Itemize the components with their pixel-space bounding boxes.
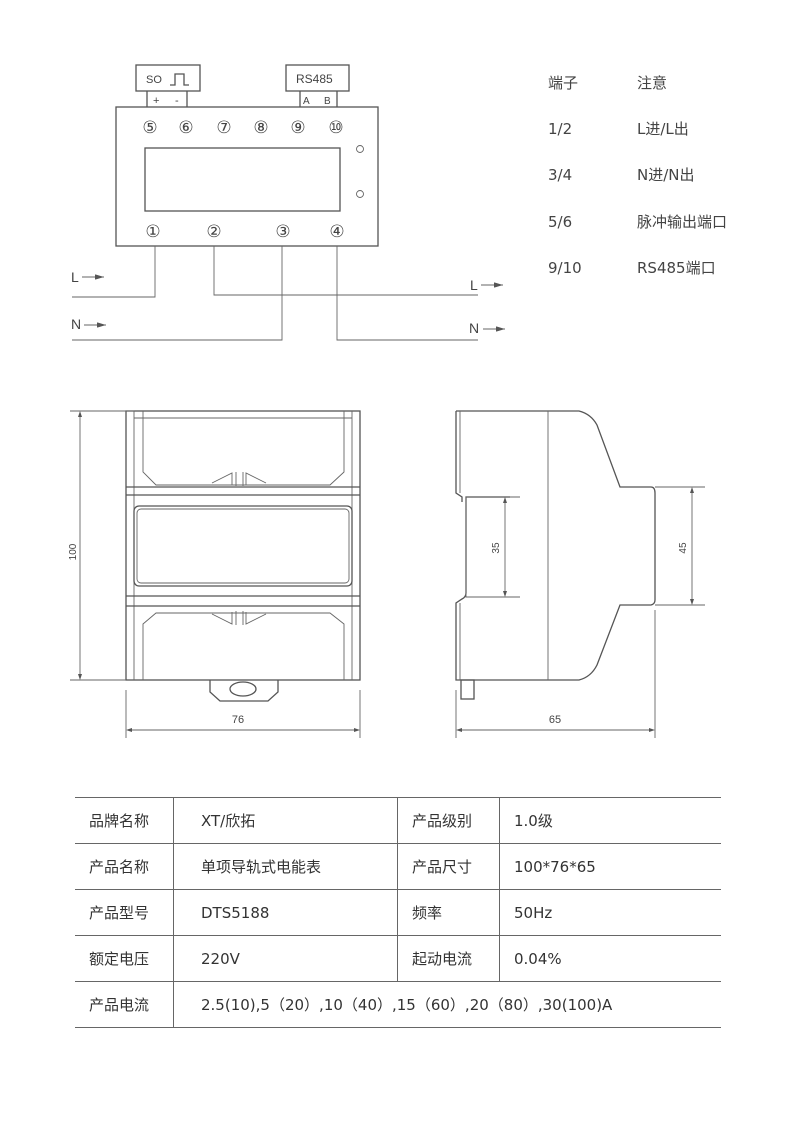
spec-value: XT/欣拓 — [173, 797, 398, 844]
spec-value: 1.0级 — [499, 797, 721, 844]
wiring-diagram: SO + - RS485 A B ⑤ ⑥ ⑦ ⑧ ⑨ ⑩ ① ② ③ ④ L — [71, 64, 505, 341]
terminal-legend: 端子 注意 1/2 L进/L出 3/4 N进/N出 5/6 脉冲输出端口 9/1… — [548, 74, 727, 277]
so-label: SO — [146, 74, 162, 86]
dimension-depth: 65 — [549, 714, 561, 726]
legend-header-note: 注意 — [637, 74, 667, 92]
terminal-1: ① — [145, 222, 160, 241]
display-window — [144, 147, 341, 212]
terminal-8: ⑧ — [253, 118, 268, 137]
spec-label: 产品尺寸 — [397, 843, 500, 890]
spec-value: 50Hz — [499, 889, 721, 936]
spec-label: 产品电流 — [75, 981, 174, 1028]
table-row: 产品名称 单项导轨式电能表 产品尺寸 100*76*65 — [75, 843, 721, 890]
table-row: 产品型号 DTS5188 频率 50Hz — [75, 889, 721, 936]
spec-value: 0.04% — [499, 935, 721, 982]
side-clip — [460, 679, 475, 700]
legend-note: N进/N出 — [637, 166, 695, 184]
dimension-rail-outer: 45 — [678, 542, 689, 554]
legend-terminal: 1/2 — [548, 120, 572, 138]
front-view: 100 76 — [68, 410, 361, 738]
so-pulse-box — [135, 64, 201, 92]
indicator-led — [356, 190, 364, 198]
terminal-6: ⑥ — [178, 118, 193, 137]
label-l-out: L — [470, 277, 478, 293]
so-minus-label: - — [175, 95, 179, 107]
so-plus-label: + — [153, 95, 159, 107]
spec-label: 产品名称 — [75, 843, 174, 890]
spec-label: 产品级别 — [397, 797, 500, 844]
dimension-width: 76 — [232, 714, 244, 726]
legend-terminal: 3/4 — [548, 166, 572, 184]
legend-terminal: 9/10 — [548, 259, 582, 277]
terminal-5: ⑤ — [142, 118, 157, 137]
spec-value: 100*76*65 — [499, 843, 721, 890]
indicator-led — [356, 145, 364, 153]
spec-value: DTS5188 — [173, 889, 398, 936]
dimension-height: 100 — [68, 543, 79, 560]
label-l-in: L — [71, 269, 79, 285]
terminal-7: ⑦ — [216, 118, 231, 137]
meter-body — [115, 106, 379, 247]
label-n-out: N — [469, 320, 479, 336]
spec-value: 单项导轨式电能表 — [173, 843, 398, 890]
spec-label: 产品型号 — [75, 889, 174, 936]
din-clip — [209, 680, 279, 702]
wire-n-in — [72, 246, 283, 341]
terminal-9: ⑨ — [290, 118, 305, 137]
legend-note: RS485端口 — [637, 259, 716, 277]
spec-label: 频率 — [397, 889, 500, 936]
spec-table: 品牌名称 XT/欣拓 产品级别 1.0级 产品名称 单项导轨式电能表 产品尺寸 … — [75, 797, 721, 1028]
legend-note: L进/L出 — [637, 120, 689, 138]
table-row: 额定电压 220V 起动电流 0.04% — [75, 935, 721, 982]
side-view: 35 45 65 — [455, 410, 705, 738]
terminal-4: ④ — [329, 222, 344, 241]
rs485-label: RS485 — [296, 72, 333, 86]
legend-terminal: 5/6 — [548, 213, 572, 231]
legend-note: 脉冲输出端口 — [637, 213, 727, 231]
table-row: 产品电流 2.5(10),5（20）,10（40）,15（60）,20（80）,… — [75, 981, 721, 1028]
wire-l-out — [213, 246, 478, 296]
dimension-rail-inner: 35 — [491, 542, 502, 554]
front-display — [133, 505, 353, 587]
spec-label: 起动电流 — [397, 935, 500, 982]
rs485-a-label: A — [303, 96, 310, 107]
rs485-box — [285, 64, 350, 92]
spec-value-current: 2.5(10),5（20）,10（40）,15（60）,20（80）,30(10… — [173, 981, 721, 1028]
terminal-3: ③ — [275, 222, 290, 241]
spec-value: 220V — [173, 935, 398, 982]
table-row: 品牌名称 XT/欣拓 产品级别 1.0级 — [75, 797, 721, 844]
wire-l-in — [72, 246, 156, 298]
terminal-2: ② — [206, 222, 221, 241]
spec-label: 品牌名称 — [75, 797, 174, 844]
spec-label: 额定电压 — [75, 935, 174, 982]
pulse-icon — [170, 73, 189, 86]
legend-header-terminal: 端子 — [548, 74, 578, 92]
terminal-10: ⑩ — [328, 118, 343, 137]
wire-n-out — [336, 246, 478, 341]
rs485-b-label: B — [324, 96, 331, 107]
label-n-in: N — [71, 316, 81, 332]
